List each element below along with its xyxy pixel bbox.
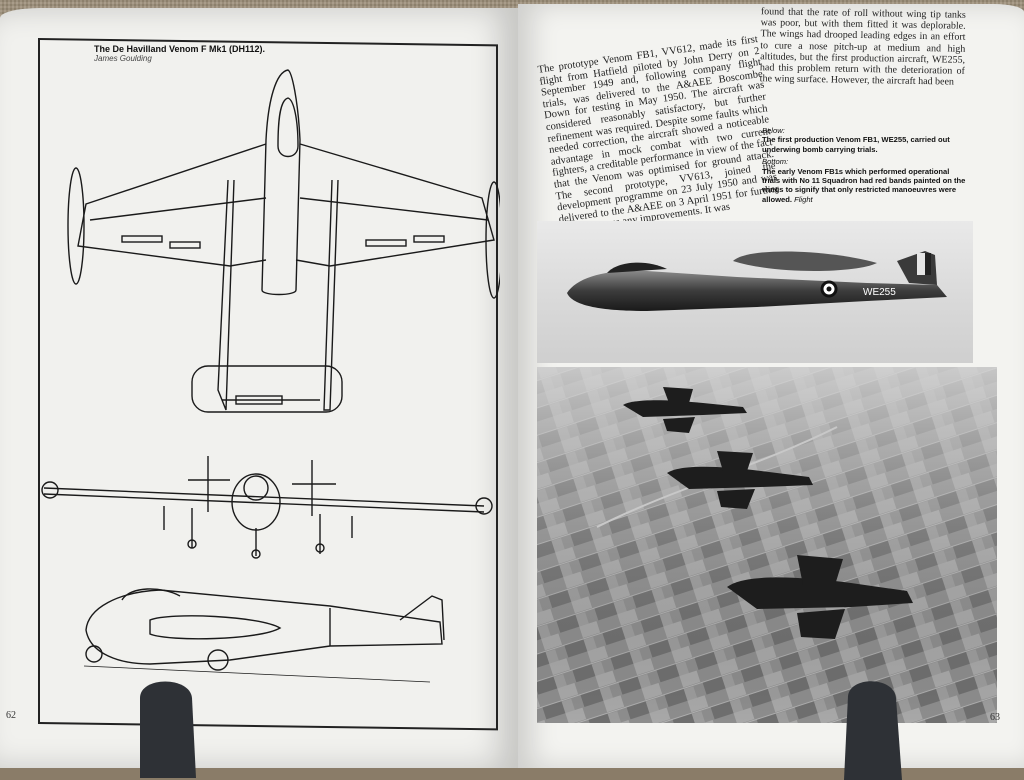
caption-below-text: The first production Venom FB1, WE255, c…	[762, 135, 950, 154]
caption-below-label: Below:	[762, 126, 785, 135]
venom-aircraft-illustration: WE255	[567, 251, 947, 311]
drawing-title: The De Havilland Venom F Mk1 (DH112).	[94, 44, 266, 54]
right-page-number: 63	[990, 712, 1000, 723]
formation-aircraft-group	[623, 387, 913, 639]
side-view-drawing	[83, 588, 445, 683]
left-page	[0, 8, 518, 768]
formation-aerial-illustration	[537, 367, 997, 723]
photo-venom-we255: WE255	[537, 221, 973, 363]
left-page-number: 62	[6, 710, 16, 721]
right-page-clip	[844, 681, 902, 780]
aircraft-serial-marking: WE255	[863, 287, 896, 298]
plan-view-drawing	[67, 69, 500, 413]
photo-venom-formation	[537, 367, 997, 723]
caption-bottom-text: The early Venom FB1s which performed ope…	[762, 166, 966, 204]
article-column-1: The prototype Venom FB1, VV612, made its…	[537, 34, 780, 237]
caption-bottom-credit: Flight	[794, 194, 813, 204]
photo-captions: Below: The first production Venom FB1, W…	[762, 126, 968, 204]
three-view-drawing	[41, 69, 500, 683]
drawing-credit: James Goulding	[94, 54, 152, 63]
article-column-2: found that the rate of roll without wing…	[759, 6, 966, 88]
caption-bottom-label: Bottom:	[762, 157, 789, 167]
front-view-drawing	[41, 456, 493, 559]
left-page-clip	[140, 681, 196, 778]
